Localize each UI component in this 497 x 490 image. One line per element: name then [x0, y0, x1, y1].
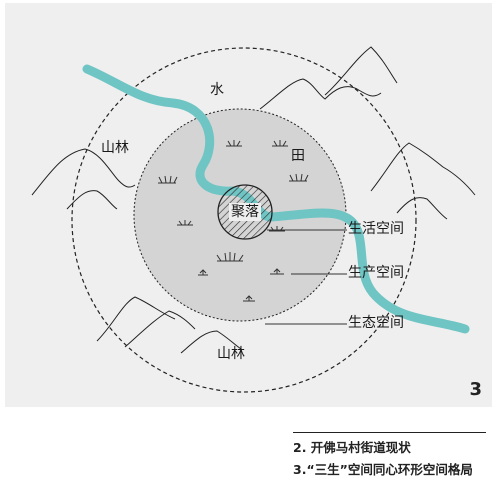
ecological-space-ring [71, 47, 417, 393]
label-forest-bottom: 山林 [217, 346, 245, 362]
diagram-canvas [31, 46, 476, 393]
leader-lines [265, 229, 347, 325]
label-forest-left: 山林 [101, 140, 129, 156]
label-water: 水 [210, 82, 224, 98]
label-field: 田 [291, 148, 305, 164]
caption-block: 2. 开佛马村街道现状 3.“三生”空间同心环形空间格局 [293, 432, 486, 485]
label-living-space: 生活空间 [348, 221, 404, 237]
caption-concentric-pattern: 3.“三生”空间同心环形空间格局 [293, 461, 473, 477]
label-settlement: 聚落 [231, 204, 259, 220]
figure-number: 3 [469, 379, 482, 400]
label-ecological-space: 生态空间 [348, 315, 404, 331]
concentric-space-diagram: 水 田 山林 山林 聚落 生活空间 生产空间 生态空间 3 [5, 3, 492, 407]
field-symbols [158, 140, 309, 302]
label-production-space: 生产空间 [348, 265, 404, 281]
caption-street-status: 2. 开佛马村街道现状 [293, 440, 411, 455]
mountain-sketches [31, 46, 476, 354]
